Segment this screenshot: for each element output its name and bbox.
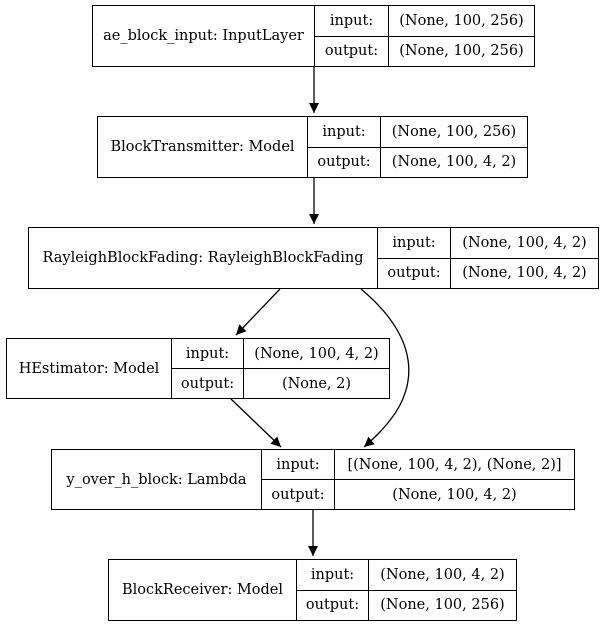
output-label: output:: [305, 597, 360, 614]
io-labels: input: output:: [308, 117, 381, 177]
input-label: input:: [378, 228, 450, 259]
input-shape: (None, 100, 4, 2): [451, 228, 598, 259]
output-shape: (None, 100, 4, 2): [462, 265, 587, 282]
edge-fading-to-hestimator: [235, 288, 281, 336]
io-labels: input: output:: [378, 228, 451, 288]
node-h-estimator: HEstimator: Model input: output: (None, …: [6, 338, 390, 399]
io-shapes: (None, 100, 4, 2) (None, 2): [244, 339, 389, 398]
node-label: y_over_h_block: Lambda: [52, 450, 262, 509]
output-shape: (None, 100, 256): [380, 597, 505, 614]
node-ae-block-input: ae_block_input: InputLayer input: output…: [92, 5, 535, 67]
io-shapes: (None, 100, 4, 2) (None, 100, 256): [369, 560, 516, 620]
node-label: ae_block_input: InputLayer: [93, 6, 315, 66]
io-labels: input: output:: [315, 6, 389, 66]
output-label: output:: [317, 154, 371, 171]
output-label: output:: [271, 486, 325, 503]
edge-fading-to-yoverh: [360, 288, 410, 448]
input-label: input:: [308, 117, 380, 148]
output-shape: (None, 2): [281, 375, 352, 392]
output-label: output:: [387, 265, 441, 282]
output-shape: (None, 100, 4, 2): [391, 154, 517, 171]
node-block-receiver: BlockReceiver: Model input: output: (Non…: [108, 559, 517, 621]
node-block-transmitter: BlockTransmitter: Model input: output: (…: [97, 116, 528, 178]
input-shape: [(None, 100, 4, 2), (None, 2)]: [335, 450, 574, 480]
node-rayleigh-block-fading: RayleighBlockFading: RayleighBlockFading…: [28, 227, 599, 289]
node-y-over-h-block: y_over_h_block: Lambda input: output: [(…: [51, 449, 575, 510]
input-label: input:: [262, 450, 334, 480]
output-label: output:: [324, 43, 379, 60]
input-label: input:: [297, 560, 368, 591]
io-labels: input: output:: [297, 560, 369, 620]
node-label: BlockReceiver: Model: [109, 560, 297, 620]
output-shape: (None, 100, 4, 2): [392, 486, 517, 503]
input-shape: (None, 100, 4, 2): [244, 339, 389, 369]
node-label: HEstimator: Model: [7, 339, 172, 398]
input-label: input:: [315, 6, 388, 37]
input-shape: (None, 100, 4, 2): [369, 560, 516, 591]
node-label: BlockTransmitter: Model: [98, 117, 308, 177]
node-label: RayleighBlockFading: RayleighBlockFading: [29, 228, 378, 288]
input-shape: (None, 100, 256): [389, 6, 534, 37]
input-shape: (None, 100, 256): [381, 117, 527, 148]
io-shapes: (None, 100, 256) (None, 100, 256): [389, 6, 534, 66]
io-labels: input: output:: [172, 339, 244, 398]
edge-hestimator-to-yoverh: [230, 398, 282, 448]
output-label: output:: [180, 375, 235, 392]
io-shapes: [(None, 100, 4, 2), (None, 2)] (None, 10…: [335, 450, 574, 509]
io-labels: input: output:: [262, 450, 335, 509]
io-shapes: (None, 100, 4, 2) (None, 100, 4, 2): [451, 228, 598, 288]
output-shape: (None, 100, 256): [399, 43, 524, 60]
input-label: input:: [172, 339, 243, 369]
io-shapes: (None, 100, 256) (None, 100, 4, 2): [381, 117, 527, 177]
